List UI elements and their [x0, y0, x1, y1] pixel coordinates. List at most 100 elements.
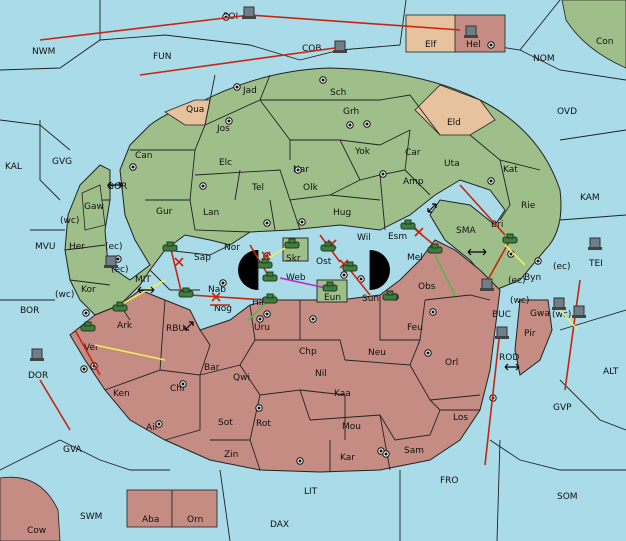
- region-label-chp: Chp: [299, 347, 317, 357]
- fleet-icon[interactable]: [104, 255, 118, 268]
- army-icon[interactable]: [400, 219, 416, 230]
- fleet-icon[interactable]: [552, 297, 566, 310]
- fleet-icon[interactable]: [588, 237, 602, 250]
- order-arrow-green: [434, 254, 456, 296]
- region-label-her: Her: [69, 242, 85, 252]
- order-arrow-move: [74, 329, 101, 376]
- region-label-ail: Ail: [146, 423, 157, 433]
- region-aba[interactable]: [126, 489, 173, 528]
- region-label-gvg: GVG: [52, 157, 72, 167]
- region-label-neu: Neu: [368, 348, 386, 358]
- army-icon[interactable]: [382, 290, 398, 301]
- army-icon[interactable]: [162, 241, 178, 252]
- region-label-mou: Mou: [342, 422, 361, 432]
- region-label-hel: Hel: [466, 40, 481, 50]
- fail-x: [414, 227, 424, 237]
- region-label-feu: Feu: [407, 323, 423, 333]
- region-label-qua: Qua: [186, 105, 204, 115]
- fleet-icon[interactable]: [333, 40, 347, 53]
- region-label-nom: NOM: [533, 54, 555, 64]
- region-elf[interactable]: [405, 14, 457, 53]
- army-icon[interactable]: [502, 233, 518, 244]
- region-label-nab: Nab: [208, 285, 226, 295]
- order-arrow-move: [249, 244, 269, 276]
- army-icon[interactable]: [257, 258, 273, 269]
- fleet-icon[interactable]: [480, 278, 494, 291]
- army-icon[interactable]: [262, 293, 278, 304]
- supply-center-dot: [258, 317, 262, 321]
- army-icon[interactable]: [178, 287, 194, 298]
- order-arrow-move: [249, 14, 461, 31]
- region-hel[interactable]: [454, 14, 506, 53]
- army-icon[interactable]: [112, 301, 128, 312]
- region-label-ken: Ken: [113, 389, 130, 399]
- order-arrow-move: [349, 269, 371, 296]
- coast-label: (ec): [553, 262, 571, 272]
- coast-label: (ec): [111, 265, 129, 275]
- army-icon[interactable]: [427, 243, 443, 254]
- supply-center-dot: [365, 122, 369, 126]
- order-arrow-support: [559, 309, 579, 331]
- region-label-uru: Uru: [254, 323, 270, 333]
- region-label-web: Web: [286, 273, 306, 283]
- region-label-gor: GOR: [107, 182, 127, 192]
- region-gaw[interactable]: [81, 184, 106, 231]
- army-icon[interactable]: [262, 271, 278, 282]
- fleet-icon[interactable]: [572, 305, 586, 318]
- supply-center-dot: [116, 257, 120, 261]
- supply-center-dot: [509, 252, 513, 256]
- army-icon[interactable]: [284, 238, 300, 249]
- region-label-jad: Jad: [242, 86, 257, 96]
- region-label-orn: Orn: [187, 515, 203, 525]
- fail-x: [211, 292, 221, 302]
- supply-center-dot: [257, 406, 261, 410]
- region-label-rbu: RBU: [166, 324, 185, 334]
- fleet-icon[interactable]: [242, 6, 256, 19]
- supply-center-dot: [348, 123, 352, 127]
- region-gwa-pir[interactable]: [514, 299, 553, 376]
- supply-center-dot: [84, 311, 88, 315]
- supply-center-dot: [489, 43, 493, 47]
- fleet-icon[interactable]: [464, 25, 478, 38]
- region-label-gaw: Gaw: [84, 202, 104, 212]
- order-arrow-move: [564, 279, 581, 391]
- region-label-tel: Tel: [251, 183, 264, 193]
- supply-center-dot: [311, 317, 315, 321]
- army-icon[interactable]: [342, 261, 358, 272]
- order-arrow-move: [484, 329, 501, 466]
- army-icon[interactable]: [80, 321, 96, 332]
- army-icon[interactable]: [320, 241, 336, 252]
- supply-center-dot: [221, 281, 225, 285]
- supply-center-dot: [359, 277, 363, 281]
- region-cow[interactable]: [0, 476, 61, 541]
- region-label-nog: Nog: [214, 304, 232, 314]
- region-orn[interactable]: [171, 489, 218, 528]
- region-label-dax: DAX: [270, 520, 289, 530]
- supply-center-dot: [321, 78, 325, 82]
- order-arrow-move: [169, 244, 183, 296]
- order-arrow-support: [94, 344, 166, 361]
- double-arrow-icon: [504, 363, 520, 371]
- fleet-icon[interactable]: [30, 348, 44, 361]
- order-arrow-move: [484, 239, 511, 286]
- region-label-gwa: Gwa: [530, 309, 550, 319]
- region-label-sun: Sun: [362, 294, 379, 304]
- adjacency-arrows: [107, 181, 520, 371]
- fail-x: [174, 257, 184, 267]
- coast-label: (wc): [60, 216, 79, 226]
- supply-center-dot: [181, 382, 185, 386]
- region-label-olk: Olk: [303, 183, 319, 193]
- region-label-aba: Aba: [142, 515, 159, 525]
- fleet-icon[interactable]: [495, 326, 509, 339]
- army-icon[interactable]: [322, 281, 338, 292]
- supply-center-dot: [265, 221, 269, 225]
- region-label-elc: Elc: [219, 158, 232, 168]
- coast-label: (ec): [508, 276, 526, 286]
- region-label-nil: Nil: [315, 369, 327, 379]
- supply-center-dot: [82, 367, 86, 371]
- region-label-orl: Orl: [445, 358, 458, 368]
- double-arrow-icon: [107, 181, 123, 189]
- supply-center-dot: [201, 184, 205, 188]
- region-label-car: Car: [405, 148, 421, 158]
